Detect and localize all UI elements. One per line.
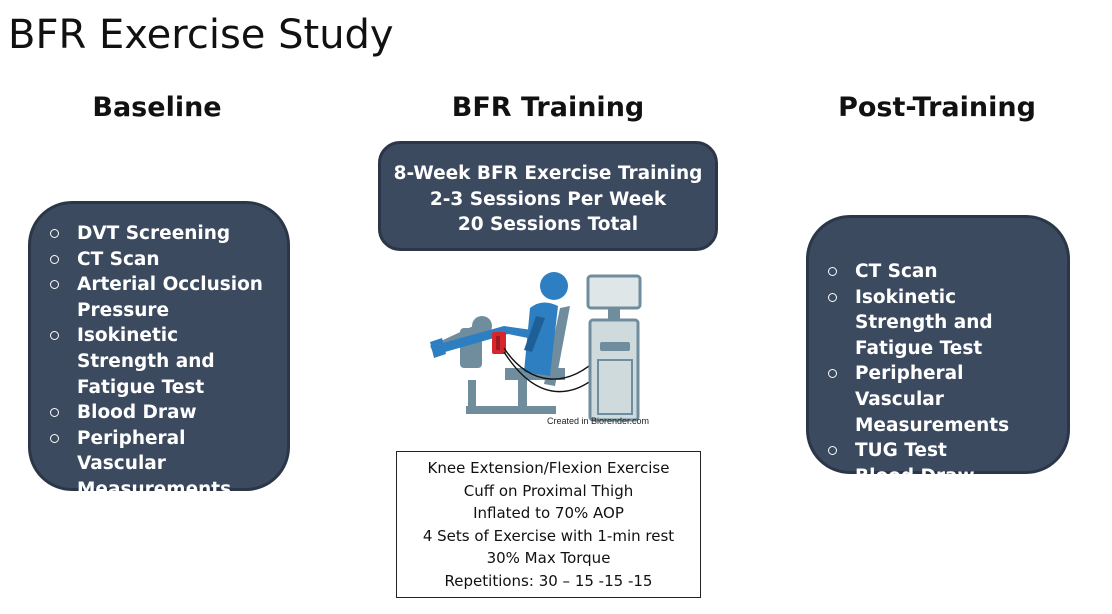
baseline-item: CT Scan [31,247,272,273]
protocol-line: 4 Sets of Exercise with 1-min rest [422,526,675,545]
bullet-icon [828,369,837,379]
protocol-line: Knee Extension/Flexion Exercise [427,459,670,477]
protocol-line: Inflated to 70% AOP [473,504,624,523]
post-training-panel: CT Scan Isokinetic Strength and Fatigue … [806,215,1070,487]
bullet-icon [828,292,837,302]
pressure-monitor-icon [586,274,642,422]
baseline-panel: DVT Screening CT Scan Arterial Occlusion… [28,201,290,526]
post-training-item: CT Scan [809,259,1050,285]
bullet-icon [828,267,837,276]
baseline-item: TUG Walking Test [31,503,272,529]
baseline-list: DVT Screening CT Scan Arterial Occlusion… [31,221,272,528]
baseline-item: Arterial Occlusion Pressure [31,272,267,323]
post-training-heading: Post-Training [838,92,1036,123]
training-summary-line: 8-Week BFR Exercise Training [393,163,703,184]
illustration-credit: Created in Biorender.com [547,416,650,426]
person-figure-icon [430,272,568,376]
bullet-icon [50,229,59,238]
exercise-protocol-box: Knee Extension/Flexion Exercise Cuff on … [396,451,701,598]
post-training-list: CT Scan Isokinetic Strength and Fatigue … [809,259,1050,489]
training-summary-panel: 8-Week BFR Exercise Training 2-3 Session… [378,141,718,251]
bullet-icon [50,254,59,264]
protocol-line: Repetitions: 30 – 15 -15 -15 [444,571,653,590]
bullet-icon [50,408,59,418]
post-training-item: Isokinetic Strength and Fatigue Test [809,285,1045,362]
bullet-icon [50,510,59,520]
protocol-line: Cuff on Proximal Thigh [463,481,634,500]
bullet-icon [828,471,837,481]
bullet-icon [828,446,837,456]
bullet-icon [50,331,59,341]
page-title: BFR Exercise Study [8,12,394,58]
baseline-item: Isokinetic Strength and Fatigue Test [31,323,267,400]
post-training-item: TUG Test [809,438,1050,464]
bfr-exercise-illustration [430,272,642,422]
training-summary-line: 2-3 Sessions Per Week [429,188,667,210]
bullet-icon [50,433,59,443]
baseline-item: Peripheral Vascular Measurements [31,426,272,503]
blood-flow-cuff-icon [492,332,506,354]
baseline-item: Blood Draw [31,400,272,426]
post-training-item: Blood Draw [809,464,1050,490]
baseline-heading: Baseline [92,92,222,123]
bullet-icon [50,280,59,290]
protocol-line: 30% Max Torque [486,549,611,568]
training-summary-line: 20 Sessions Total [457,214,639,235]
baseline-item: DVT Screening [31,221,272,247]
post-training-item: Peripheral Vascular Measurements [809,361,1050,438]
training-heading: BFR Training [451,92,645,123]
